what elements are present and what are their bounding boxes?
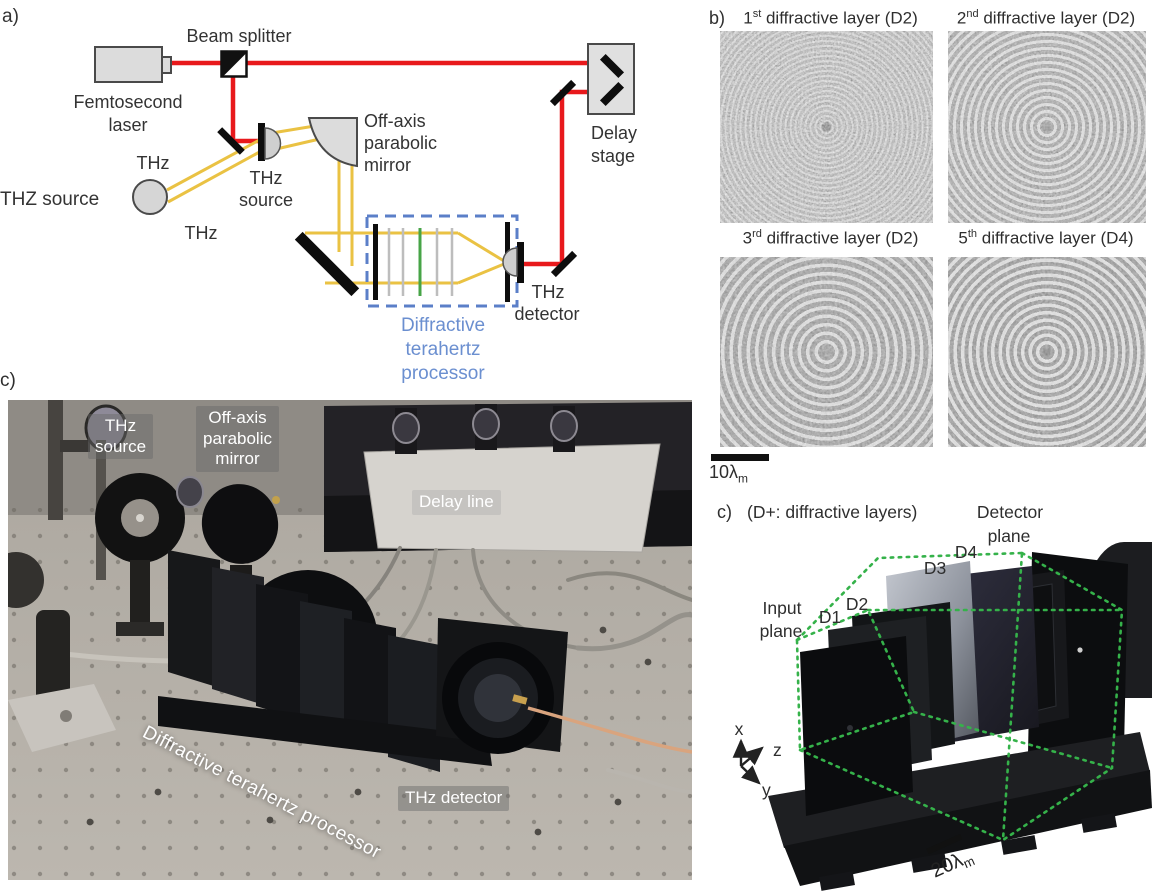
- oap-label-3: mirror: [364, 155, 411, 175]
- layer2-noise: [948, 31, 1146, 223]
- delay-stage-label-1: Delay: [591, 123, 637, 143]
- d1-label: D1: [819, 607, 841, 627]
- thz-label-top: THz: [137, 153, 170, 173]
- layer1-noise: [720, 31, 933, 223]
- panel-c-layers-scalebar: 20λm: [926, 833, 977, 882]
- diffractive-processor-box: [365, 214, 519, 308]
- tile4-caption: 5th diffractive layer (D4): [958, 228, 1134, 248]
- delay-stage-mirrors: [599, 53, 625, 107]
- panel-b-tag: b): [709, 8, 726, 28]
- tile1-caption: 1st diffractive layer (D2): [743, 8, 918, 28]
- thz-source-left-label: THZ source: [0, 189, 99, 210]
- beam-splitter-icon: [220, 50, 248, 78]
- plate-input: [800, 636, 913, 816]
- processor-label-3: processor: [401, 363, 485, 384]
- parabolic-mirror-disc: [201, 484, 279, 564]
- layers-heading: (D+: diffractive layers): [747, 502, 917, 522]
- base-rails: [768, 732, 1152, 891]
- input-plane-label-2: plane: [760, 621, 803, 641]
- oap-label-1: Off-axis: [364, 111, 426, 131]
- laser-label-1: Femtosecond: [73, 92, 182, 112]
- panel-a-tag: a): [2, 6, 19, 27]
- panel-a-schematic: a) Beam splitter Femtosecond laser THz T…: [0, 6, 637, 384]
- left-optics: [8, 400, 280, 752]
- diffractive-layer-image-3: [720, 257, 933, 447]
- thz-detector-label-1: THz: [532, 282, 565, 302]
- detector-plane-label-2: plane: [988, 526, 1031, 546]
- panel-c-photo-tag: c): [0, 370, 16, 391]
- delay-stage-label-2: stage: [591, 146, 635, 166]
- processor-label-1: Diffractive: [401, 315, 485, 336]
- panel-b-scalebar: [711, 454, 769, 461]
- thz-label-bottom: THz: [185, 223, 218, 243]
- oap-label-2: parabolic: [364, 133, 437, 153]
- table-bolts: [86, 626, 652, 836]
- d3-label: D3: [924, 558, 946, 578]
- panel-b-scalebar-label: 10λm: [709, 462, 749, 486]
- tile2-caption: 2nd diffractive layer (D2): [956, 8, 1136, 28]
- thz-emitter-icon: [258, 123, 282, 161]
- delay-stage-box: [587, 43, 635, 115]
- layer3-noise: [720, 257, 933, 447]
- parabolic-mirror-icon: [307, 117, 358, 168]
- femtosecond-laser-box: [94, 46, 172, 83]
- green-dashed-planes: [795, 550, 1124, 843]
- diffractive-layer-image-1: [720, 31, 933, 223]
- laser-label-2: laser: [108, 115, 147, 135]
- processor-plate-stack: [158, 550, 492, 772]
- delay-line-plate: [363, 443, 661, 553]
- panel-c-layers-photo: 20λm c) (D+: diffractive layers) Detecto…: [717, 502, 1152, 891]
- photo-detector-label: THz detector: [398, 786, 510, 811]
- input-plane-label-1: Input: [763, 598, 802, 618]
- axes-icon: [732, 738, 764, 785]
- d4-label: D4: [955, 542, 978, 562]
- panel-c-layers-tag: c): [717, 502, 732, 522]
- beam-splitter-label: Beam splitter: [186, 26, 291, 46]
- thz-detector-assembly: [436, 618, 692, 754]
- layer4-noise: [948, 257, 1146, 447]
- diffractive-layer-image-4: [948, 257, 1146, 447]
- d2-label: D2: [846, 594, 868, 614]
- thz-source-mid-label-2: source: [239, 190, 293, 210]
- fiber-cable: [527, 706, 692, 754]
- photo-delay-line-label: Delay line: [412, 490, 501, 515]
- thz-detector-icon: [502, 242, 524, 283]
- thz-source-circle: [132, 179, 168, 215]
- detector-plane-label-1: Detector: [977, 502, 1043, 522]
- diffractive-layer-image-2: [948, 31, 1146, 223]
- axis-z-label: z: [773, 740, 782, 760]
- delay-mirror-mounts: [392, 404, 578, 454]
- thz-detector-label-2: detector: [514, 304, 579, 324]
- thz-source-mid-label-1: THz: [250, 168, 283, 188]
- axis-x-label: x: [735, 719, 744, 739]
- axis-y-label: y: [762, 780, 771, 800]
- lab-photo-art: [8, 400, 692, 880]
- tile3-caption: 3rd diffractive layer (D2): [742, 228, 919, 248]
- processor-label-2: terahertz: [406, 339, 481, 360]
